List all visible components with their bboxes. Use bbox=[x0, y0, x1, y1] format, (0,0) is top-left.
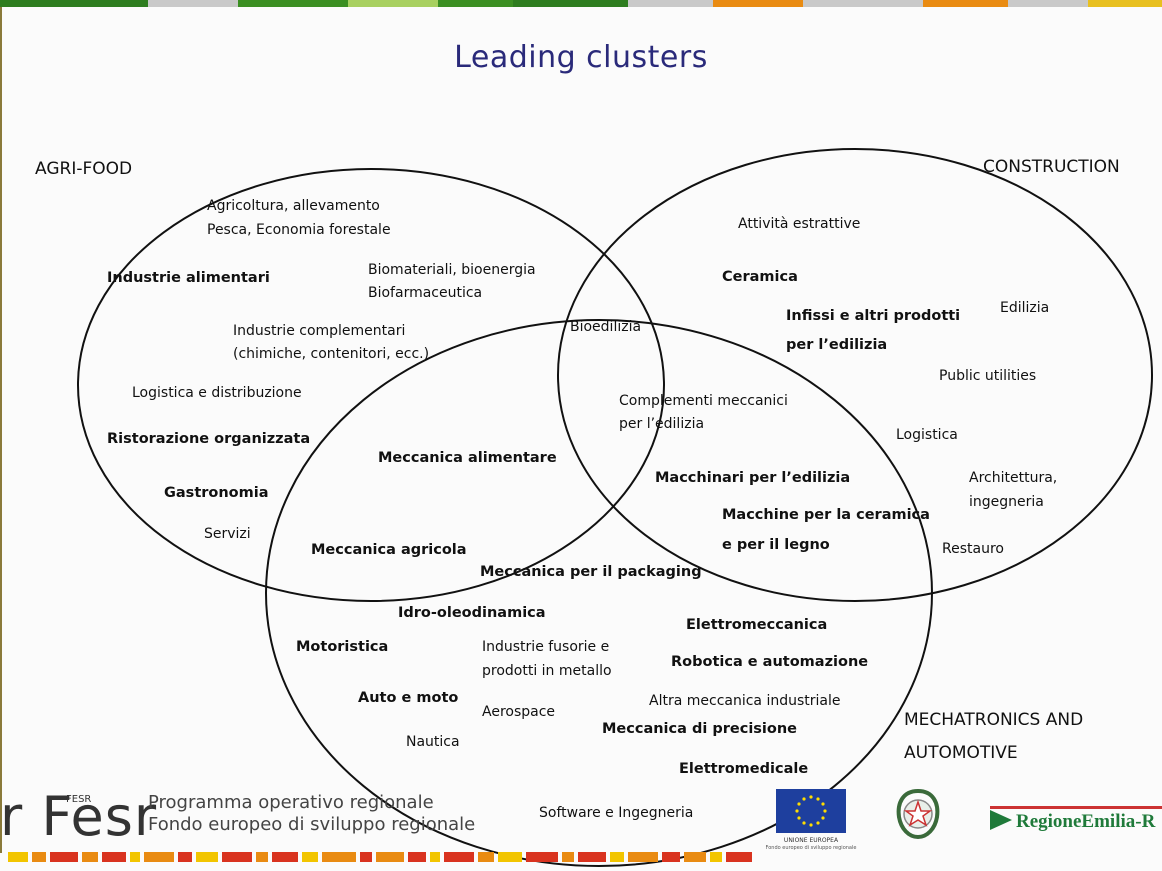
item-public-utilities: Public utilities bbox=[939, 368, 1037, 384]
item-robotica: Robotica e automazione bbox=[671, 654, 869, 670]
item-meccanica-agricola: Meccanica agricola bbox=[311, 542, 467, 558]
item-meccanica-precisione: Meccanica di precisione bbox=[602, 721, 798, 737]
left-border-line bbox=[0, 7, 2, 853]
category-mechatronics-line1: MECHATRONICS AND bbox=[904, 710, 1084, 730]
item-agricoltura: Agricoltura, allevamento bbox=[207, 198, 380, 214]
item-restauro: Restauro bbox=[942, 541, 1004, 557]
fesr-small-label: FESR bbox=[66, 794, 92, 805]
program-line2: Fondo europeo di sviluppo regionale bbox=[148, 814, 476, 835]
item-complementi-1: Complementi meccanici bbox=[619, 393, 788, 409]
slide-title: Leading clusters bbox=[454, 40, 708, 75]
top-color-bar bbox=[0, 0, 1162, 7]
item-biofarmaceutica: Biofarmaceutica bbox=[368, 285, 483, 301]
item-elettromedicale: Elettromedicale bbox=[679, 761, 809, 777]
construction-circle bbox=[557, 148, 1153, 602]
item-gastronomia: Gastronomia bbox=[164, 485, 269, 501]
regione-emilia-romagna-logo: RegioneEmilia-R bbox=[1016, 811, 1156, 832]
item-software: Software e Ingegneria bbox=[539, 805, 694, 821]
eu-fund-caption: Fondo europeo di sviluppo regionale bbox=[765, 845, 857, 851]
item-industrie-complementari: Industrie complementari bbox=[233, 323, 406, 339]
eu-caption: UNIONE EUROPEA bbox=[783, 837, 839, 844]
item-fusorie-1: Industrie fusorie e bbox=[482, 639, 610, 655]
item-motoristica: Motoristica bbox=[296, 639, 389, 655]
item-auto-moto: Auto e moto bbox=[358, 690, 459, 706]
item-attivita-estrattive: Attività estrattive bbox=[738, 216, 861, 232]
category-agri-food: AGRI-FOOD bbox=[35, 159, 133, 179]
category-construction: CONSTRUCTION bbox=[983, 157, 1120, 177]
mechatronics-circle bbox=[265, 319, 933, 867]
item-macchinari: Macchinari per l’edilizia bbox=[655, 470, 851, 486]
item-complementi-2: per l’edilizia bbox=[619, 416, 705, 432]
item-infissi-1: Infissi e altri prodotti bbox=[786, 308, 961, 324]
item-elettromeccanica: Elettromeccanica bbox=[686, 617, 828, 633]
category-mechatronics-line2: AUTOMOTIVE bbox=[904, 743, 1018, 763]
item-ceramica: Ceramica bbox=[722, 269, 798, 285]
item-bioedilizia: Bioedilizia bbox=[570, 319, 642, 335]
italian-republic-emblem-icon bbox=[896, 788, 940, 840]
item-logistica: Logistica bbox=[896, 427, 958, 443]
item-macchine-1: Macchine per la ceramica bbox=[722, 507, 930, 523]
agri-food-circle bbox=[77, 168, 665, 602]
por-fesr-logo: r Fesr bbox=[0, 785, 158, 848]
item-architettura: Architettura, bbox=[969, 470, 1058, 486]
item-edilizia: Edilizia bbox=[1000, 300, 1050, 316]
item-ingegneria: ingegneria bbox=[969, 494, 1044, 510]
item-fusorie-2: prodotti in metallo bbox=[482, 663, 612, 679]
item-idro-oleodinamica: Idro-oleodinamica bbox=[398, 605, 546, 621]
item-packaging: Meccanica per il packaging bbox=[480, 564, 702, 580]
item-biomateriali: Biomateriali, bioenergia bbox=[368, 262, 536, 278]
program-line1: Programma operativo regionale bbox=[148, 792, 434, 813]
regione-logo-icon bbox=[990, 810, 1012, 830]
item-servizi: Servizi bbox=[204, 526, 251, 542]
item-meccanica-alimentare: Meccanica alimentare bbox=[378, 450, 557, 466]
item-logistica-distribuzione: Logistica e distribuzione bbox=[132, 385, 302, 401]
bottom-dash-bar bbox=[8, 852, 1162, 862]
item-industrie-alimentari: Industrie alimentari bbox=[107, 270, 270, 286]
item-chimiche: (chimiche, contenitori, ecc.) bbox=[233, 346, 430, 362]
item-ristorazione: Ristorazione organizzata bbox=[107, 431, 311, 447]
eu-flag-logo bbox=[776, 789, 846, 833]
item-pesca: Pesca, Economia forestale bbox=[207, 222, 391, 238]
item-macchine-2: e per il legno bbox=[722, 537, 830, 553]
item-nautica: Nautica bbox=[406, 734, 460, 750]
eu-stars-icon bbox=[795, 795, 827, 827]
item-infissi-2: per l’edilizia bbox=[786, 337, 888, 353]
item-altra-meccanica: Altra meccanica industriale bbox=[649, 693, 841, 709]
regione-red-line bbox=[990, 806, 1162, 809]
item-aerospace: Aerospace bbox=[482, 704, 556, 720]
